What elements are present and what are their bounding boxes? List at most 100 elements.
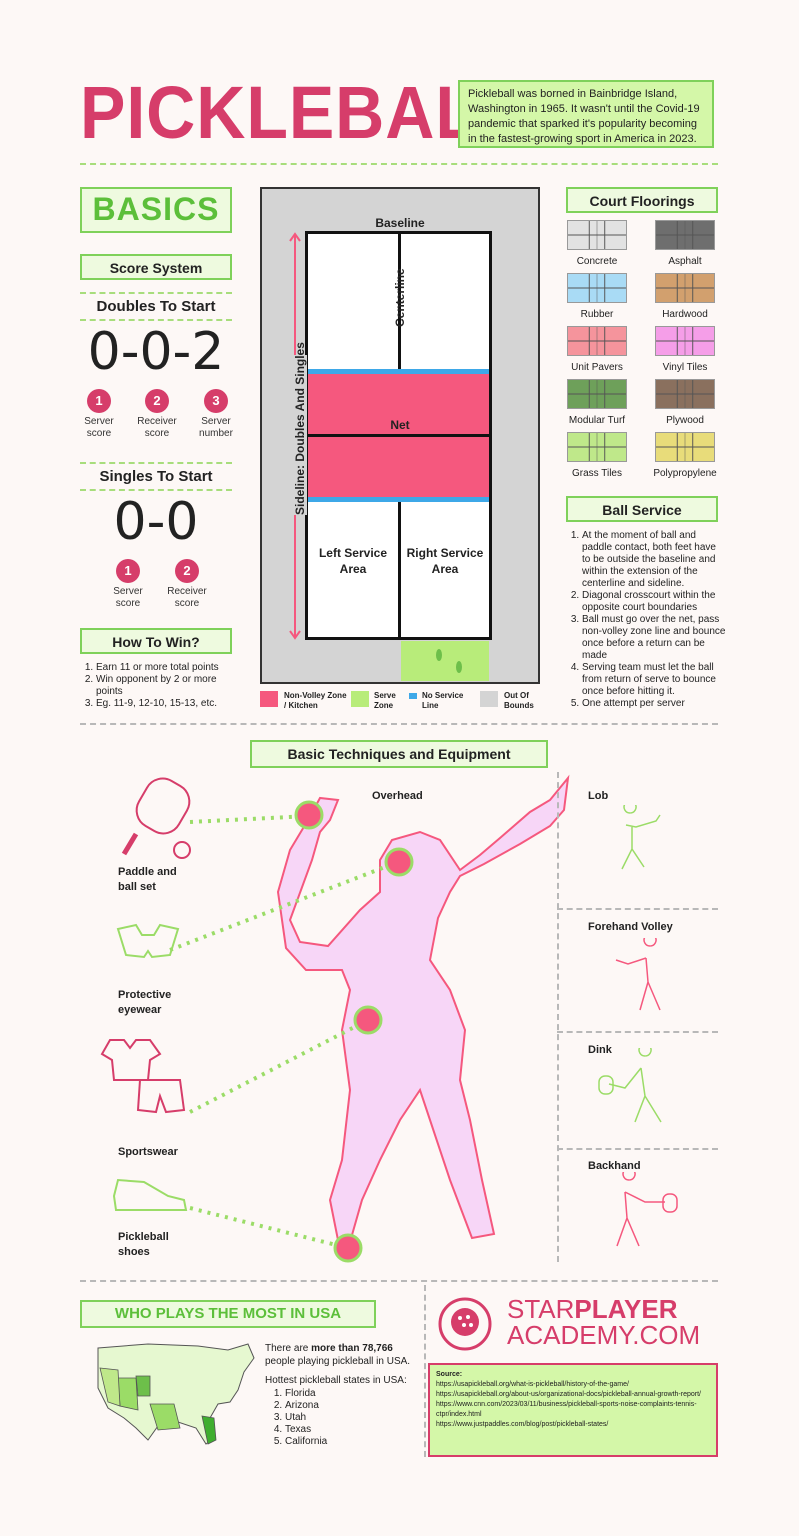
technique-label: Lob [588,790,609,802]
right-service-area-label: Right Service Area [406,546,484,576]
number-badge: 1 [87,389,111,413]
legend-label: Serve Zone [374,691,396,710]
sportswear-icon [100,1039,186,1114]
list-item: At the moment of ball and paddle contact… [582,530,726,590]
flooring-swatch [567,432,627,462]
list-item: Ball must go over the net, pass non-voll… [582,614,726,662]
intro-text: Pickleball was borned in Bainbridge Isla… [458,80,714,148]
flooring-swatch [655,220,715,250]
technique-label: Forehand Volley [588,921,673,933]
technique-label: Dink [588,1044,612,1056]
brand-domain: ACADEMY.COM [507,1320,701,1350]
flooring-swatch [655,432,715,462]
list-item: One attempt per server [582,698,726,710]
flooring-label: Plywood [666,415,704,426]
list-item: Serving team must let the ball from retu… [582,662,726,698]
flooring-label: Modular Turf [568,415,626,426]
dink-icon [598,1048,662,1123]
legend-label: No Service Line [422,691,464,710]
states-list: Florida Arizona Utah Texas California [265,1388,415,1448]
backhand-icon [616,1172,678,1247]
net-label: Net [390,418,410,432]
flooring-label: Vinyl Tiles [662,362,708,373]
no-service-line [308,369,489,374]
list-item: Arizona [285,1400,415,1412]
flooring-label: Unit Pavers [571,362,623,373]
list-item: Utah [285,1412,415,1424]
number-badge: 2 [175,559,199,583]
net-line [305,434,492,437]
legend-swatch [260,691,278,707]
source-link[interactable]: https://usapickleball.org/what-is-pickle… [436,1381,629,1388]
lob-icon [621,805,661,870]
singles-score: 0-0 [113,492,199,552]
centerline [398,231,401,371]
divider [80,163,718,165]
score-label: Server number [199,416,233,439]
score-label: Server score [113,586,143,609]
flooring-label: Polypropylene [653,468,717,479]
source-box: Source: https://usapickleball.org/what-i… [428,1363,718,1457]
forehand-volley-icon [615,938,661,1011]
technique-label: Backhand [588,1160,641,1172]
legend-swatch [409,693,417,699]
overhead-label: Overhead [372,790,423,802]
states-heading: Hottest pickleball states in USA: [265,1375,407,1386]
flooring-label: Hardwood [662,309,708,320]
flooring-swatch [655,326,715,356]
score-label: Server score [84,416,114,439]
page-title: PICKLEBALL [80,71,521,154]
centerline [398,500,401,640]
paddle-icon [121,777,191,859]
sideline-label: Sideline: Doubles And Singles [293,342,307,515]
legend-label: Out Of Bounds [504,691,534,710]
flooring-swatch [567,273,627,303]
equipment-label: Paddle and ball set [118,866,177,893]
legend-swatch [351,691,369,707]
how-to-win-list: Earn 11 or more total points Win opponen… [80,662,240,710]
list-item: Diagonal crosscourt within the opposite … [582,590,726,614]
footprint-icon [436,649,462,673]
brand-name: STARPLAYER [507,1294,678,1324]
flooring-swatch [655,379,715,409]
legend-label: Non-Volley Zone / Kitchen [284,691,347,710]
source-link[interactable]: https://www.justpaddles.com/blog/post/pi… [436,1421,609,1428]
how-to-win-heading: How To Win? [80,628,232,654]
source-heading: Source: [436,1371,463,1378]
flooring-label: Concrete [576,256,618,267]
source-link[interactable]: https://usapickleball.org/about-us/organ… [436,1391,701,1398]
who-plays-heading: WHO PLAYS THE MOST IN USA [80,1300,376,1328]
flooring-label: Grass Tiles [571,468,622,479]
no-service-line [308,497,489,502]
equipment-label: Protective eyewear [118,989,172,1016]
players-count: There are more than 78,766 people playin… [265,1343,411,1367]
shoe-icon [112,1178,188,1211]
court-floorings-heading: Court Floorings [566,187,718,213]
list-item: Earn 11 or more total points [96,662,240,674]
source-link[interactable]: https://www.cnn.com/2023/03/11/business/… [436,1401,697,1418]
score-label: Receiver score [167,586,207,609]
flooring-swatch [567,379,627,409]
centerline-label: Centerline [393,268,407,327]
doubles-score: 0-0-2 [87,322,225,382]
left-service-area-label: Left Service Area [318,546,388,576]
flooring-label: Rubber [580,309,614,320]
equipment-label: Sportswear [118,1146,178,1158]
ball-service-heading: Ball Service [566,496,718,522]
score-system-heading: Score System [80,254,232,280]
flooring-swatch [567,220,627,250]
legend-swatch [480,691,498,707]
flooring-swatch [655,273,715,303]
basics-heading: BASICS [80,187,232,233]
baseline-label: Baseline [375,216,425,230]
ball-service-list: At the moment of ball and paddle contact… [566,530,726,710]
number-badge: 1 [116,559,140,583]
flooring-label: Asphalt [668,256,702,267]
flooring-swatch [567,326,627,356]
score-label: Receiver score [137,416,177,439]
brand-logo-icon [438,1297,492,1351]
list-item: Eg. 11-9, 12-10, 15-13, etc. [96,698,240,710]
list-item: Win opponent by 2 or more points [96,674,240,698]
eyewear-icon [116,923,180,959]
number-badge: 2 [145,389,169,413]
